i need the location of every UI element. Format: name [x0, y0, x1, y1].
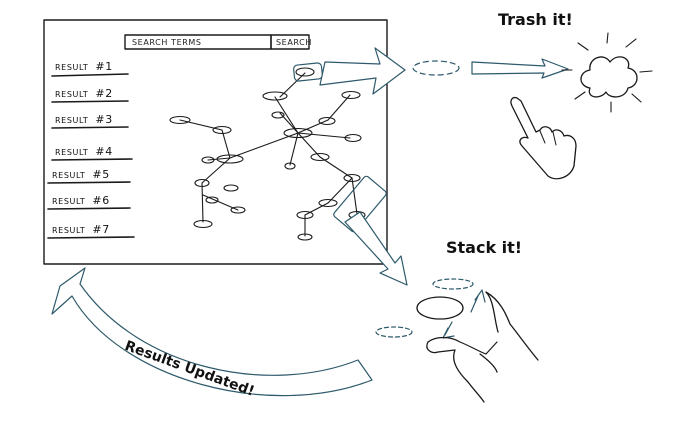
trash-annotation: Trash it! [498, 10, 573, 29]
result-item-1[interactable]: Result #1 [55, 60, 113, 73]
stack-ghost-left [375, 326, 413, 338]
selected-node-highlight[interactable] [293, 62, 323, 82]
result-label: Result [52, 226, 86, 235]
result-label: Result [52, 171, 86, 180]
stack-hint-arrow-down [442, 321, 455, 339]
cloud-rays [561, 32, 653, 113]
stack-arrow [344, 211, 408, 286]
search-input-text: Search Terms [132, 38, 202, 47]
result-item-7[interactable]: Result #7 [52, 223, 110, 236]
stack-ghost-top [432, 278, 474, 290]
result-number: #6 [92, 194, 110, 207]
search-button-label: Search [276, 38, 312, 47]
search-button[interactable] [270, 34, 310, 50]
result-number: #7 [92, 223, 110, 236]
result-label: Result [55, 90, 89, 99]
result-item-2[interactable]: Result #2 [55, 87, 113, 100]
results-updated-arrow [51, 267, 373, 397]
trash-arrow-2 [471, 58, 569, 79]
stack-hint-arrow-up [470, 289, 486, 313]
result-label: Result [55, 116, 89, 125]
result-graph [169, 67, 366, 241]
screen-frame [43, 19, 388, 265]
dragged-node-ghost [412, 60, 460, 76]
result-label: Result [55, 63, 89, 72]
hand-gesture-icon [426, 291, 539, 403]
result-number: #4 [95, 145, 113, 158]
result-number: #3 [95, 113, 113, 126]
result-item-6[interactable]: Result #6 [52, 194, 110, 207]
result-label: Result [55, 148, 89, 157]
result-label: Result [52, 197, 86, 206]
trash-arrow-1 [319, 47, 406, 95]
selected-branch-highlight[interactable] [333, 175, 388, 233]
result-number: #5 [92, 168, 110, 181]
stack-node[interactable] [416, 296, 464, 320]
stack-annotation: Stack it! [446, 238, 523, 257]
result-item-3[interactable]: Result #3 [55, 113, 113, 126]
result-item-5[interactable]: Result #5 [52, 168, 110, 181]
cloud-trash-icon[interactable] [580, 56, 638, 98]
pointing-hand-icon [510, 96, 577, 180]
result-underlines [47, 73, 135, 239]
result-number: #1 [95, 60, 113, 73]
result-item-4[interactable]: Result #4 [55, 145, 113, 158]
result-number: #2 [95, 87, 113, 100]
